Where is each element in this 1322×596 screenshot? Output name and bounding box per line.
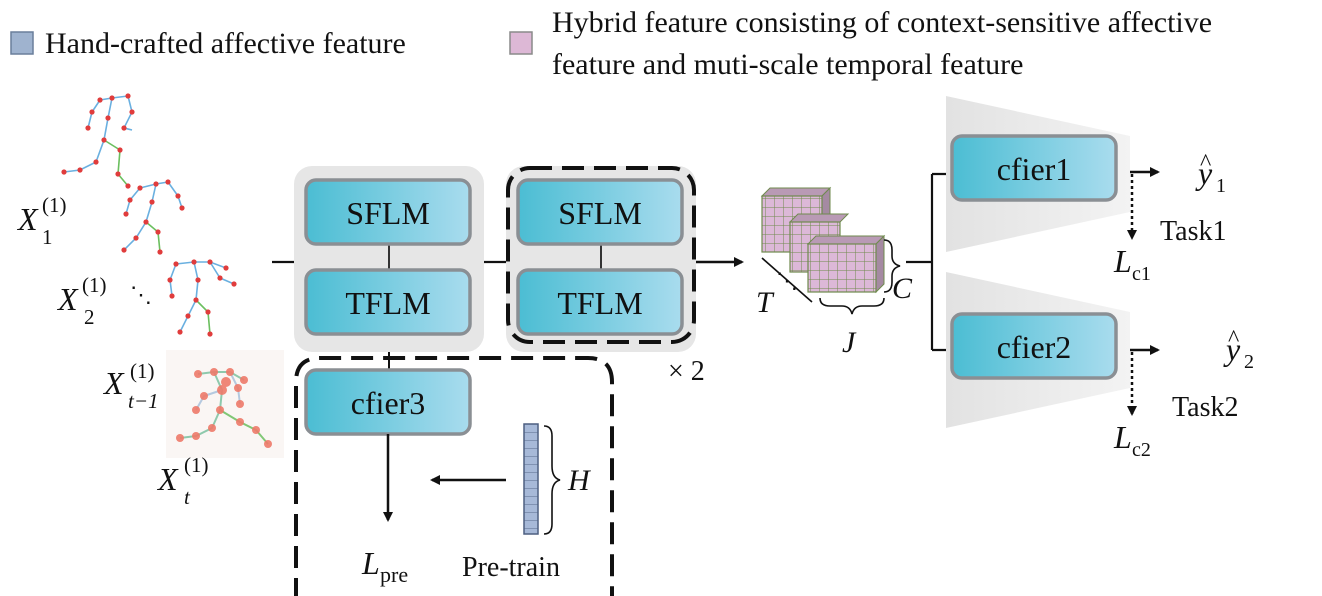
- tensor-t-brace: [761, 257, 813, 303]
- svg-text:(1): (1): [42, 193, 67, 217]
- cfier2-label: cfier2: [997, 329, 1072, 365]
- sflm-label-1: SFLM: [346, 195, 430, 231]
- tflm-label-1: TFLM: [345, 285, 430, 321]
- tensor-c-label: C: [892, 272, 913, 305]
- input-label-x2: X (1) 2 ⋱: [56, 273, 152, 329]
- svg-text:2: 2: [84, 305, 95, 329]
- lc1-sub: c1: [1132, 263, 1151, 285]
- tensor-c-brace: [883, 239, 901, 293]
- task2-label: Task2: [1172, 392, 1238, 423]
- module-block-2: SFLM TFLM × 2: [506, 166, 705, 387]
- sflm-box-2: [516, 178, 684, 246]
- repeat-dashed-frame: [506, 166, 696, 344]
- classifier-1: cfier1: [946, 96, 1130, 252]
- skeleton-1: [61, 93, 135, 189]
- svg-text:X: X: [102, 365, 125, 401]
- tensor-t-label: T: [756, 286, 775, 319]
- y1-hat: ^: [1200, 150, 1211, 176]
- tensor-slice-front: [806, 234, 886, 294]
- input-label-xt: X (1) t: [156, 453, 209, 509]
- output-task1: ^ y 1 Task1 L c1: [1113, 150, 1226, 285]
- legend-label-hybrid-line2: feature and muti-scale temporal feature: [552, 48, 1023, 81]
- pretrain-branch: cfier3 H L pre Pre-train: [294, 352, 614, 596]
- branch-connector: [906, 172, 950, 352]
- cfier1-label: cfier1: [997, 151, 1072, 187]
- cfier2-box: [950, 312, 1118, 380]
- y2-sub: 2: [1244, 351, 1254, 373]
- y1-sub: 1: [1216, 175, 1226, 197]
- skeleton-2: [121, 179, 185, 255]
- svg-text:X: X: [56, 281, 79, 317]
- legend-label-handcrafted: Hand-crafted affective feature: [45, 27, 406, 60]
- svg-text:1: 1: [42, 225, 53, 249]
- svg-text:t−1: t−1: [128, 389, 159, 413]
- input-labels: X (1) 1 X (1) 2 ⋱ X (1) t−1 X (1) t: [16, 193, 209, 509]
- svg-text:t: t: [184, 485, 191, 509]
- sflm-box-1: [304, 178, 472, 246]
- output-task2: ^ y 2 Task2 L c2: [1113, 326, 1254, 461]
- svg-text:⋱: ⋱: [130, 282, 152, 307]
- tensor-j-brace: [819, 297, 885, 315]
- lc1-base: L: [1113, 243, 1132, 279]
- pretrain-dashed-frame: [294, 356, 614, 596]
- sflm-label-2: SFLM: [558, 195, 642, 231]
- lc2-sub: c2: [1132, 439, 1151, 461]
- legend-swatch-handcrafted: [10, 31, 34, 55]
- tflm-box-1: [304, 268, 472, 336]
- svg-text:(1): (1): [184, 453, 209, 477]
- svg-text:X: X: [16, 201, 39, 237]
- h-brace: [543, 425, 561, 535]
- tflm-label-2: TFLM: [557, 285, 642, 321]
- skeleton-3: [167, 259, 237, 337]
- input-label-x1: X (1) 1: [16, 193, 67, 249]
- h-vector-icon: [523, 423, 539, 535]
- y2-hat: ^: [1228, 326, 1239, 352]
- module-block-1: SFLM TFLM: [294, 166, 484, 352]
- pretrain-label: Pre-train: [462, 552, 560, 583]
- tensor-j-label: J: [842, 326, 857, 359]
- lc2-base: L: [1113, 419, 1132, 455]
- svg-text:(1): (1): [82, 273, 107, 297]
- svg-text:X: X: [156, 461, 179, 497]
- skeleton-4-blurred: [166, 350, 284, 458]
- lpre-base: L: [361, 545, 380, 581]
- y2-base: y: [1223, 331, 1241, 367]
- feature-tensor: ⋱ T J C: [756, 186, 913, 359]
- cfier1-box: [950, 134, 1118, 202]
- y1-base: y: [1195, 155, 1213, 191]
- legend: Hand-crafted affective feature Hybrid fe…: [10, 6, 1212, 81]
- legend-label-hybrid-line1: Hybrid feature consisting of context-sen…: [552, 6, 1212, 39]
- svg-text:(1): (1): [130, 359, 155, 383]
- legend-swatch-hybrid: [509, 31, 533, 55]
- lpre-sub: pre: [380, 562, 408, 587]
- classifier-2: cfier2: [946, 272, 1130, 428]
- repeat-count-label: × 2: [668, 356, 705, 387]
- tflm-box-2: [516, 268, 684, 336]
- cfier3-label: cfier3: [351, 385, 426, 421]
- h-label: H: [567, 464, 592, 497]
- task1-label: Task1: [1160, 216, 1226, 247]
- input-label-xt-minus-1: X (1) t−1: [102, 359, 159, 413]
